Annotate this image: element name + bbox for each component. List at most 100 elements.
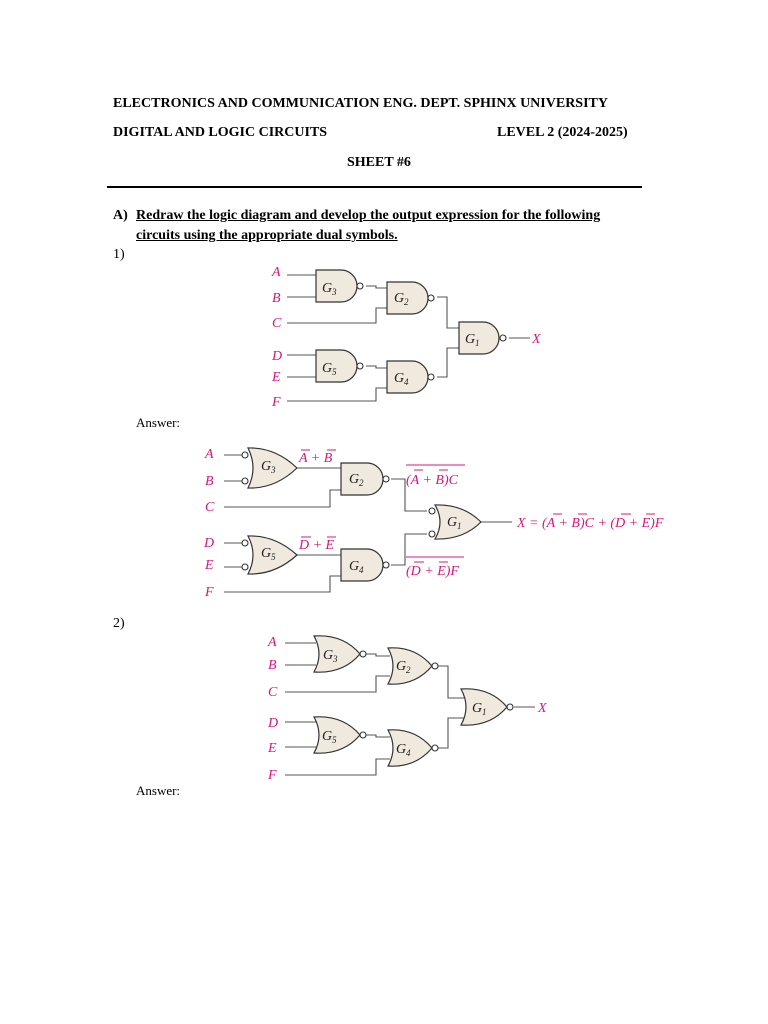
svg-text:3: 3 <box>332 654 338 664</box>
wire <box>224 489 341 508</box>
svg-text:1: 1 <box>482 707 487 717</box>
svg-text:G: G <box>394 291 404 306</box>
svg-text:1: 1 <box>475 338 480 348</box>
svg-text:G: G <box>465 332 475 347</box>
input-e-label: E <box>271 370 281 385</box>
g3-output-expression: A + B <box>298 451 333 466</box>
svg-text:4: 4 <box>406 748 411 758</box>
input-d-label: D <box>267 716 278 731</box>
answer-input-c-label: C <box>205 500 215 515</box>
input-e-label: E <box>267 741 277 756</box>
input-a-label: A <box>271 265 281 280</box>
question-line-1: Redraw the logic diagram and develop the… <box>136 208 601 223</box>
wire <box>366 365 387 369</box>
wire <box>285 675 390 693</box>
answer-input-e-label: E <box>204 558 214 573</box>
header-rule <box>107 186 642 188</box>
svg-text:G: G <box>472 701 482 716</box>
wire <box>366 653 390 657</box>
svg-text:5: 5 <box>332 735 337 745</box>
output-x-label: X <box>531 332 541 347</box>
output-x-label: X <box>537 701 547 716</box>
svg-text:G: G <box>349 559 359 574</box>
course-title: DIGITAL AND LOGIC CIRCUITS <box>113 125 328 140</box>
g2-output-expression: (A + B)C <box>406 473 459 488</box>
wire <box>391 533 427 566</box>
wire <box>436 665 464 699</box>
svg-text:2: 2 <box>359 478 364 488</box>
svg-text:G: G <box>322 361 332 376</box>
svg-text:G: G <box>322 281 332 296</box>
item-2-number: 2) <box>113 616 125 631</box>
g4-output-expression: (D + E)F <box>406 564 459 579</box>
svg-text:G: G <box>261 459 271 474</box>
svg-text:G: G <box>447 515 457 530</box>
wire <box>366 285 387 289</box>
item-1-answer-label: Answer: <box>136 415 181 430</box>
svg-text:G: G <box>322 729 332 744</box>
wire <box>437 296 459 329</box>
svg-text:G: G <box>261 546 271 561</box>
answer-input-a-label: A <box>204 447 214 462</box>
svg-text:G: G <box>323 648 333 663</box>
g5-output-expression: D + E <box>298 538 335 553</box>
input-c-label: C <box>272 316 282 331</box>
svg-text:G: G <box>396 742 406 757</box>
wire <box>287 387 387 402</box>
item-2-answer-label: Answer: <box>136 783 181 798</box>
svg-text:G: G <box>396 659 406 674</box>
question-line-2: circuits using the appropriate dual symb… <box>136 228 398 243</box>
input-c-label: C <box>268 685 278 700</box>
wire <box>437 347 459 378</box>
wire <box>224 575 341 593</box>
input-f-label: F <box>267 768 277 783</box>
question-label: A) <box>113 208 128 223</box>
svg-text:4: 4 <box>359 565 364 575</box>
wire <box>366 734 390 738</box>
sheet-title: SHEET #6 <box>347 155 411 170</box>
answer-input-f-label: F <box>204 585 214 600</box>
svg-text:1: 1 <box>457 521 462 531</box>
svg-text:3: 3 <box>331 287 337 297</box>
input-d-label: D <box>271 349 282 364</box>
svg-text:2: 2 <box>406 665 411 675</box>
department-heading: ELECTRONICS AND COMMUNICATION ENG. DEPT.… <box>113 96 608 111</box>
svg-text:G: G <box>349 472 359 487</box>
output-x-expression: X = (A + B)C + (D + E)F <box>516 516 664 531</box>
svg-text:G: G <box>394 371 404 386</box>
answer-input-b-label: B <box>205 474 214 489</box>
input-b-label: B <box>272 291 281 306</box>
svg-text:2: 2 <box>404 297 409 307</box>
svg-text:5: 5 <box>271 552 276 562</box>
item-1-number: 1) <box>113 247 125 262</box>
wire <box>287 307 387 324</box>
input-f-label: F <box>271 395 281 410</box>
input-b-label: B <box>268 658 277 673</box>
wire <box>436 717 464 749</box>
svg-text:5: 5 <box>332 367 337 377</box>
wire <box>285 758 390 776</box>
wire <box>391 478 427 512</box>
answer-input-d-label: D <box>203 536 214 551</box>
level-label: LEVEL 2 (2024-2025) <box>497 125 628 140</box>
svg-text:4: 4 <box>404 377 409 387</box>
input-a-label: A <box>267 635 277 650</box>
